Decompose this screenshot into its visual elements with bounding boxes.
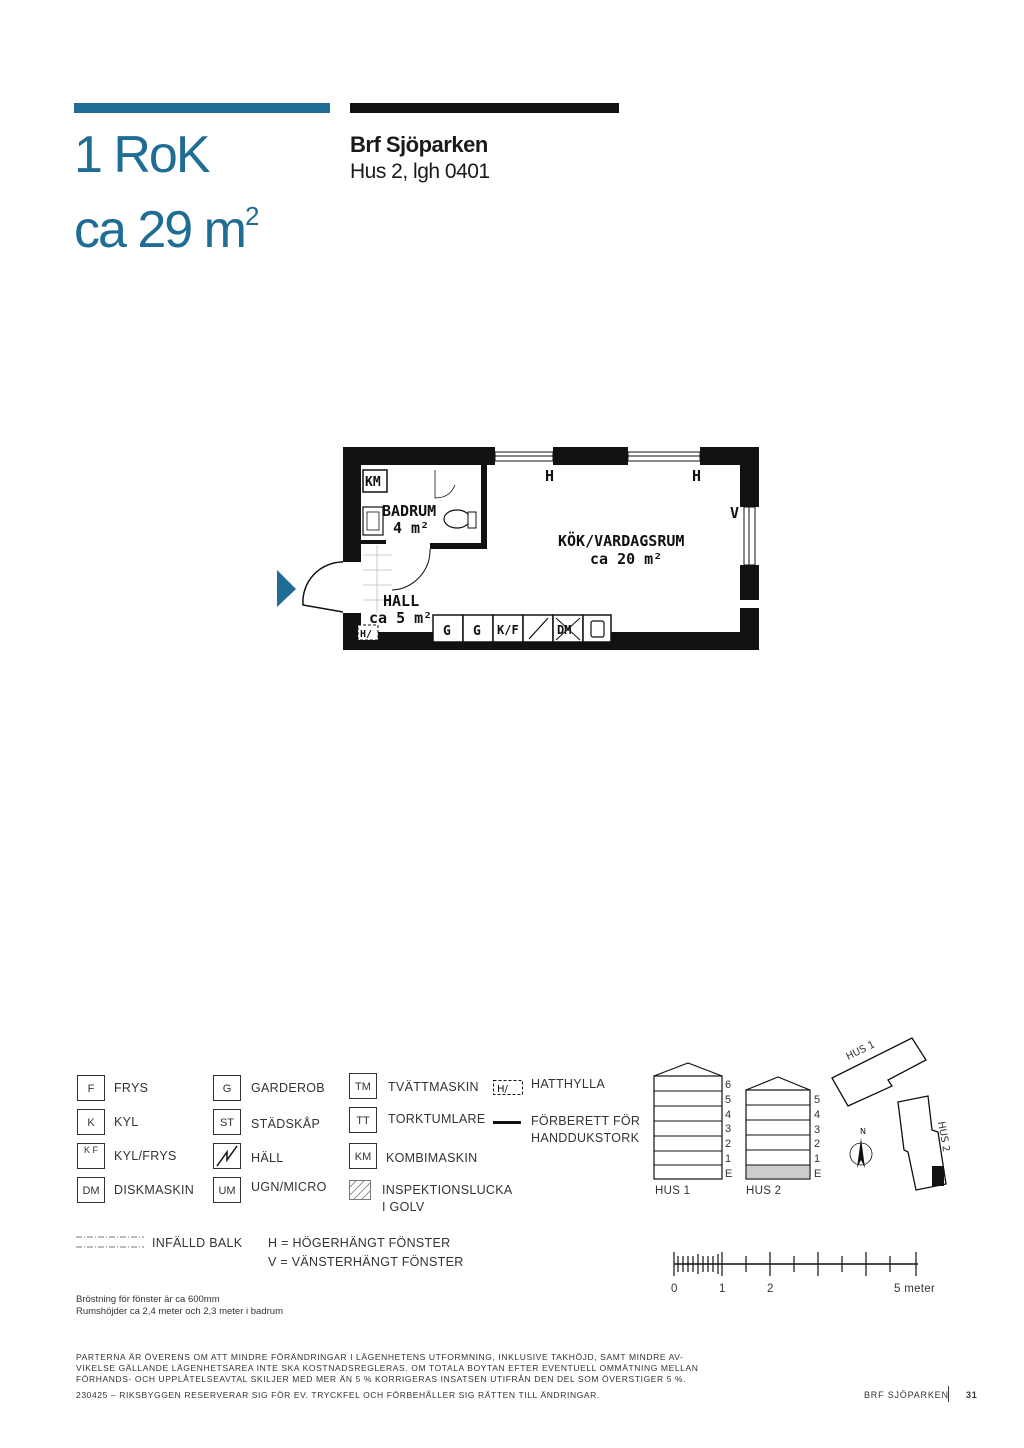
legend-label-tt: TORKTUMLARE xyxy=(388,1112,486,1126)
unit-id: Hus 2, lgh 0401 xyxy=(350,160,490,183)
plan-badrum-area: 4 m² xyxy=(393,519,429,537)
plan-kok: KÖK/VARDAGSRUM xyxy=(558,531,684,550)
project-name: Brf Sjöparken xyxy=(350,132,488,157)
north-arrow-icon: N xyxy=(849,1127,873,1168)
hus2-label: HUS 2 xyxy=(746,1185,782,1197)
legend-label-inspektion: INSPEKTIONSLUCKA xyxy=(382,1183,513,1197)
balk-icon xyxy=(76,1236,144,1248)
legend-label-um: UGN/MICRO xyxy=(251,1180,327,1194)
legend-code-tt: TT xyxy=(349,1107,377,1133)
legend-label-kyl: KYL xyxy=(114,1115,139,1129)
legend-code-stadskap: ST xyxy=(213,1109,241,1135)
legend-label-km: KOMBIMASKIN xyxy=(386,1151,478,1165)
floor-plan: KM BADRUM 4 m² KÖK/VARDAGSRUM ca 20 m² H… xyxy=(277,447,759,650)
legend-hall-icon xyxy=(213,1143,241,1169)
plan-km: KM xyxy=(365,475,381,490)
plan-window-v: V xyxy=(730,504,739,522)
site-map: HUS 1 HUS 2 N xyxy=(831,1037,951,1191)
plan-g2: G xyxy=(473,624,481,639)
building-elevations xyxy=(653,1062,811,1180)
scale-tick-2: 2 xyxy=(767,1283,774,1295)
plan-g1: G xyxy=(443,624,451,639)
legend-code-kylfrys: K F xyxy=(77,1143,105,1169)
legend-code-tm: TM xyxy=(349,1073,377,1099)
apartment-type: 1 RoK xyxy=(74,126,211,184)
legend-code-km: KM xyxy=(349,1143,377,1169)
legend-code-dm: DM xyxy=(77,1177,105,1203)
legend-label-hall: HÄLL xyxy=(251,1151,284,1165)
legend-label-inspektion-2: I GOLV xyxy=(382,1200,425,1214)
plan-dm: DM xyxy=(557,623,571,637)
inspection-hatch-icon xyxy=(349,1180,371,1200)
legend-code-kyl: K xyxy=(77,1109,105,1135)
plan-kf: K/F xyxy=(497,623,519,637)
apartment-area: ca 29 m2 xyxy=(74,201,260,259)
legend-h-note: H = HÖGERHÄNGT FÖNSTER xyxy=(268,1236,451,1250)
legend-label-handduk: FÖRBERETT FÖR xyxy=(531,1114,641,1128)
plan-window-h1: H xyxy=(545,467,554,485)
scale-tick-0: 0 xyxy=(671,1283,678,1295)
accent-bar-black xyxy=(350,103,619,113)
plan-hall: HALL xyxy=(383,592,419,610)
legend-label-frys: FRYS xyxy=(114,1081,149,1095)
legend-label-handduk-2: HANDDUKSTORK xyxy=(531,1131,640,1145)
scale-tick-1: 1 xyxy=(719,1283,726,1295)
legend-label-balk: INFÄLLD BALK xyxy=(152,1236,243,1250)
legend-label-kylfrys: KYL/FRYS xyxy=(114,1149,177,1163)
plan-window-h2: H xyxy=(692,467,701,485)
svg-text:N: N xyxy=(860,1127,866,1136)
page-number: 31 xyxy=(966,1390,978,1400)
map-hus2-label: HUS 2 xyxy=(935,1121,951,1153)
legend-code-um: UM xyxy=(213,1177,241,1203)
hus1-label: HUS 1 xyxy=(655,1185,691,1197)
plan-badrum: BADRUM xyxy=(382,502,436,520)
legend-label-tm: TVÄTTMASKIN xyxy=(388,1080,479,1094)
scale-bar xyxy=(673,1252,918,1276)
footer-brand: BRF SJÖPARKEN xyxy=(864,1390,949,1400)
legend-label-stadskap: STÄDSKÅP xyxy=(251,1117,321,1131)
scale-tick-5: 5 meter xyxy=(894,1283,936,1295)
note-rumshojd: Rumshöjder ca 2,4 meter och 2,3 meter i … xyxy=(76,1306,283,1317)
plan-kok-area: ca 20 m² xyxy=(590,550,662,568)
hatshelf-icon: H/ xyxy=(493,1080,523,1095)
legend-code-garderob: G xyxy=(213,1075,241,1101)
towel-rail-icon xyxy=(493,1121,521,1124)
legend-label-garderob: GARDEROB xyxy=(251,1081,325,1095)
accent-bar-blue xyxy=(74,103,330,113)
plan-hat: H/ xyxy=(360,629,372,640)
note-brostning: Bröstning för fönster är ca 600mm xyxy=(76,1294,220,1305)
footer-divider xyxy=(948,1386,949,1402)
disclaimer: PARTERNA ÄR ÖVERENS OM ATT MINDRE FÖRÄND… xyxy=(76,1352,699,1400)
legend-code-frys: F xyxy=(77,1075,105,1101)
svg-text:H/: H/ xyxy=(497,1084,509,1095)
plan-hall-area: ca 5 m² xyxy=(369,609,432,627)
legend-label-dm: DISKMASKIN xyxy=(114,1183,195,1197)
legend-label-hatthylla: HATTHYLLA xyxy=(531,1077,606,1091)
legend-v-note: V = VÄNSTERHÄNGT FÖNSTER xyxy=(268,1255,464,1269)
